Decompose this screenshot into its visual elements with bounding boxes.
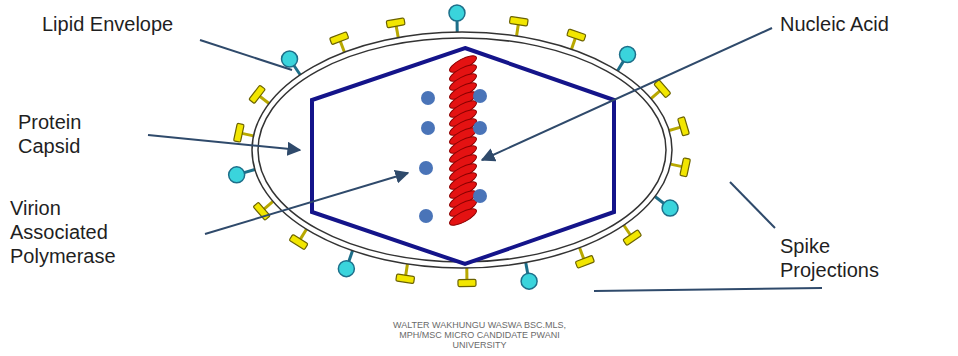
polymerase-dot xyxy=(419,161,433,175)
leader-line xyxy=(148,135,300,150)
spike-crossbar xyxy=(575,255,594,268)
envelope-outer xyxy=(252,32,672,268)
spike-knob xyxy=(282,51,298,67)
polymerase-dot xyxy=(473,121,487,135)
polymerase-dot xyxy=(421,121,435,135)
spike-crossbar xyxy=(567,29,586,41)
nucleic-acid-helix xyxy=(447,53,478,229)
polymerase-dot xyxy=(473,189,487,203)
spike-crossbar xyxy=(509,16,528,26)
spike-crossbar xyxy=(680,158,691,177)
watermark: WALTER WAKHUNGU WASWA BSC.MLS, MPH/MSC M… xyxy=(382,320,577,350)
spike-crossbar xyxy=(654,80,671,98)
polymerase-dot xyxy=(421,91,435,105)
spike-crossbar xyxy=(396,274,415,284)
spike-crossbar xyxy=(234,123,245,142)
spike-crossbar xyxy=(329,32,348,45)
spike-crossbar xyxy=(458,279,476,286)
leader-line xyxy=(482,28,772,160)
part-label: Spike Projections xyxy=(780,234,905,282)
part-label: Lipid Envelope xyxy=(42,12,173,36)
spike-crossbar xyxy=(678,117,690,136)
part-label: Virion Associated Polymerase xyxy=(10,196,160,268)
spike-knob xyxy=(229,167,245,183)
spike-crossbar xyxy=(623,230,642,246)
spike-crossbar xyxy=(289,234,308,249)
spike-crossbar xyxy=(386,18,405,28)
spike-knob xyxy=(449,5,465,21)
helix-turn xyxy=(447,206,478,229)
spike-knob xyxy=(521,273,537,289)
part-label: Protein Capsid xyxy=(18,110,118,158)
polymerase-dots xyxy=(419,89,487,223)
spike-knob xyxy=(338,261,354,277)
capsid-hexagon xyxy=(312,48,614,264)
polymerase-dot xyxy=(473,89,487,103)
spike-group xyxy=(229,5,691,289)
spike-knob xyxy=(620,47,636,63)
leader-line xyxy=(594,288,822,291)
leader-lines xyxy=(148,28,822,291)
leader-line xyxy=(730,182,775,228)
spike-crossbar xyxy=(249,85,265,104)
spike-knob xyxy=(662,200,678,216)
leader-line xyxy=(205,173,408,234)
leader-line xyxy=(200,40,292,70)
part-label: Nucleic Acid xyxy=(780,12,889,36)
polymerase-dot xyxy=(419,209,433,223)
